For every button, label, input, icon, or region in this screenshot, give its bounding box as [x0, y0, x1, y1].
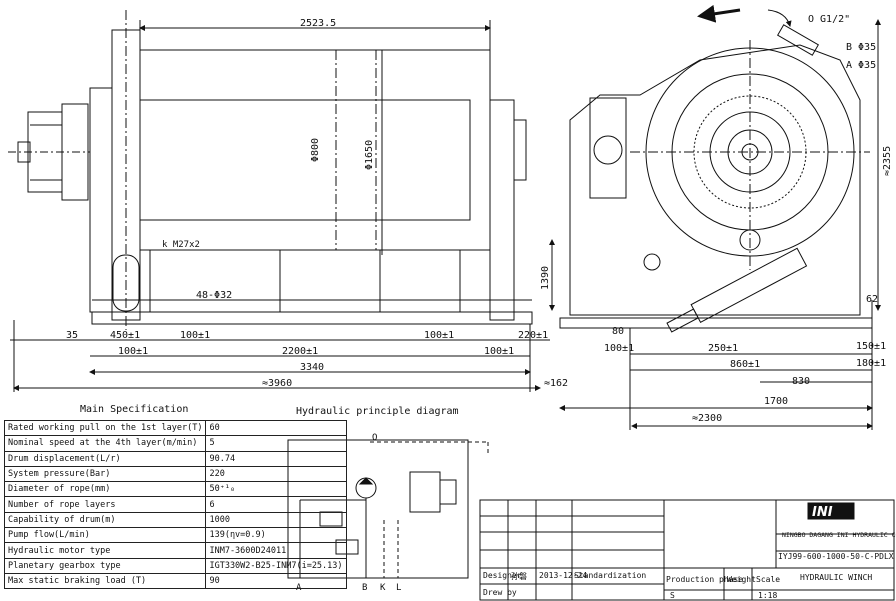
side-view-dimensions: 2523.5 Φ800 Φ1650 k M27x2 48-Φ32 35 450±…: [66, 18, 568, 389]
spec-value: 60: [205, 419, 347, 437]
dim-100e: 100±1: [604, 343, 634, 354]
spec-row: Drum displacement(L/r)90.74: [3, 450, 347, 467]
dim-180: 180±1: [856, 358, 886, 369]
side-view: [8, 10, 555, 392]
spec-value: 220: [205, 465, 347, 483]
spec-value: INM7-3600D24011: [205, 542, 347, 559]
tb-designer-label: Designer: [483, 571, 522, 580]
dim-2300: ≈2300: [692, 413, 722, 424]
tb-phase-value: S: [670, 591, 675, 600]
tb-production-phase: Production phase: [666, 575, 744, 584]
spec-value: 5: [205, 435, 347, 452]
dim-3340: 3340: [300, 362, 324, 373]
title-block: [479, 499, 895, 601]
hyd-port-l: L: [396, 583, 401, 593]
dim-220: 220±1: [518, 330, 548, 341]
spec-key: Hydraulic motor type: [3, 542, 207, 559]
spec-value: 139(ηv=0.9): [205, 527, 347, 544]
dim-1390: 1390: [540, 266, 551, 290]
spec-value: 1000: [205, 511, 347, 529]
end-view-dimensions: O G1/2" B Φ35 A Φ35 ≈2355 62 80 100±1 25…: [604, 14, 893, 424]
hyd-port-k: K: [380, 583, 386, 593]
spec-key: Diameter of rope(mm): [3, 481, 207, 498]
spec-row: System pressure(Bar)220: [3, 465, 347, 483]
dim-top-length: 2523.5: [300, 18, 336, 29]
dim-flange-dia: Φ1650: [364, 140, 375, 170]
spec-key: Capability of drum(m): [3, 511, 207, 529]
hyd-port-b: B: [362, 583, 367, 593]
dim-100b: 100±1: [424, 330, 454, 341]
tb-drawing-no: IYJ99-600-1000-50-C-PDLX: [778, 552, 894, 561]
dim-162: ≈162: [544, 378, 568, 389]
spec-title: Main Specification: [80, 404, 189, 415]
dim-100c: 100±1: [118, 346, 148, 357]
hydraulic-title: Hydraulic principle diagram: [296, 406, 459, 417]
dim-hole: 48-Φ32: [196, 290, 232, 301]
tb-weight: Weight: [727, 575, 756, 584]
spec-table: Rated working pull on the 1st layer(T)60…: [3, 419, 347, 590]
spec-key: Nominal speed at the 4th layer(m/min): [3, 435, 207, 452]
spec-key: Planetary gearbox type: [3, 557, 207, 574]
dim-drum-dia: Φ800: [310, 138, 321, 162]
spec-row: Diameter of rope(mm)50⁺¹₀: [3, 481, 347, 498]
tb-drawn-by: Drew by: [483, 588, 517, 597]
dim-2355: ≈2355: [882, 146, 893, 176]
tb-name: HYDRAULIC WINCH: [800, 573, 873, 582]
dim-100a: 100±1: [180, 330, 210, 341]
dim-150: 150±1: [856, 341, 886, 352]
tb-scale-value: 1:18: [758, 591, 778, 600]
spec-value: 6: [205, 496, 347, 513]
dim-bolt: k M27x2: [162, 240, 200, 250]
spec-key: Max static braking load (T): [3, 572, 207, 590]
company-logo: [807, 502, 855, 520]
dim-port-b: B Φ35: [846, 42, 876, 53]
dim-100d: 100±1: [484, 346, 514, 357]
tb-designer: 孙磐: [511, 572, 527, 581]
dim-1700: 1700: [764, 396, 788, 407]
dim-port-o: O G1/2": [808, 14, 850, 25]
dim-830: 830: [792, 376, 810, 387]
dim-450: 450±1: [110, 330, 140, 341]
dim-3960: ≈3960: [262, 378, 292, 389]
tb-scale: Scale: [756, 575, 781, 584]
spec-key: Rated working pull on the 1st layer(T): [3, 419, 207, 437]
tb-standardization: Standardization: [574, 571, 647, 580]
dim-860: 860±1: [730, 359, 760, 370]
spec-key: Number of rope layers: [3, 496, 207, 513]
dim-35: 35: [66, 330, 78, 341]
spec-value: 90: [205, 572, 347, 590]
gearbox-flange: [89, 87, 113, 313]
right-side-plate: [489, 99, 515, 321]
spec-row: Pump flow(L/min)139(ηv=0.9): [3, 527, 347, 544]
base-frame: [91, 311, 533, 325]
spec-key: System pressure(Bar): [3, 465, 207, 483]
spec-row: Capability of drum(m)1000: [3, 511, 347, 529]
spec-value: 90.74: [205, 450, 347, 467]
end-view: [559, 4, 881, 430]
spec-value: IGT330W2-B25-INM7(i=25.13): [205, 557, 347, 574]
dim-port-a: A Φ35: [846, 60, 876, 71]
hydraulic-motor: [8, 103, 90, 201]
spec-key: Drum displacement(L/r): [3, 450, 207, 467]
spec-row: Nominal speed at the 4th layer(m/min)5: [3, 435, 347, 452]
spec-value: 50⁺¹₀: [205, 481, 347, 498]
hyd-port-o: O: [372, 433, 377, 443]
spec-row: Rated working pull on the 1st layer(T)60: [3, 419, 347, 437]
dim-2200: 2200±1: [282, 346, 318, 357]
spec-row: Max static braking load (T)90: [3, 572, 347, 590]
dim-62: 62: [866, 294, 878, 305]
dim-80: 80: [612, 326, 624, 337]
spec-key: Pump flow(L/min): [3, 527, 207, 544]
logo-text: INI: [812, 505, 833, 520]
tb-company: NINGBO DAGANG INI HYDRAULIC CO.,LTD: [782, 531, 896, 539]
tb-date: 2013-12-24: [539, 571, 588, 580]
dim-250: 250±1: [708, 343, 738, 354]
